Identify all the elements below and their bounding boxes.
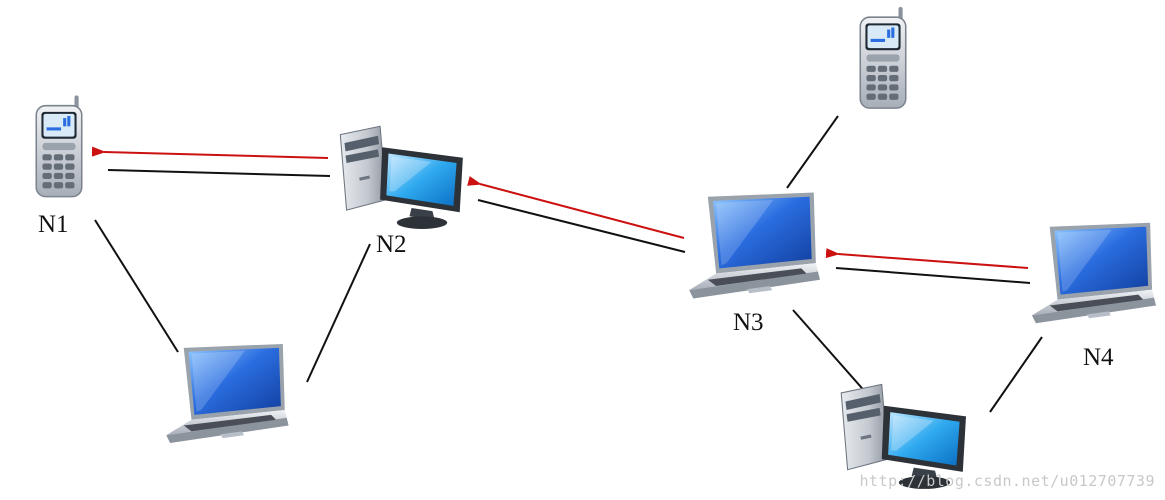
link-n2-laptop-bottom-left — [306, 243, 371, 383]
device-phone-top — [859, 5, 907, 109]
laptop-icon — [166, 343, 289, 444]
node-label-n1: N1 — [38, 211, 69, 238]
link-n3-desktop-bottom-right — [792, 309, 869, 396]
link-n1-n2 — [107, 169, 331, 177]
route-arrow-n4-n3 — [825, 248, 1029, 269]
laptop-icon — [689, 192, 820, 299]
node-label-n4: N4 — [1083, 344, 1114, 371]
watermark: http://blog.csdn.net/u012707739 — [859, 472, 1155, 490]
link-n2-n3 — [477, 199, 686, 253]
device-n1 — [35, 94, 83, 198]
link-n3-phone-top — [786, 115, 839, 189]
desktop-icon — [339, 125, 464, 230]
device-n2 — [339, 125, 464, 230]
link-n4-desktop-bottom-right — [989, 336, 1043, 413]
node-label-n3: N3 — [733, 309, 764, 336]
phone-icon — [859, 5, 907, 109]
link-n1-laptop-bottom-left — [94, 219, 179, 353]
phone-icon — [35, 94, 83, 198]
route-arrows — [91, 146, 1029, 269]
device-n3 — [689, 192, 820, 299]
device-laptop-bottom-left — [166, 343, 289, 444]
device-n4 — [1031, 222, 1156, 324]
route-arrow-n3-n2 — [467, 176, 685, 239]
route-arrow-n2-n1 — [91, 146, 329, 159]
link-n3-n4 — [835, 267, 1031, 284]
laptop-icon — [1031, 222, 1156, 324]
node-label-n2: N2 — [376, 231, 407, 258]
links — [94, 115, 1043, 413]
